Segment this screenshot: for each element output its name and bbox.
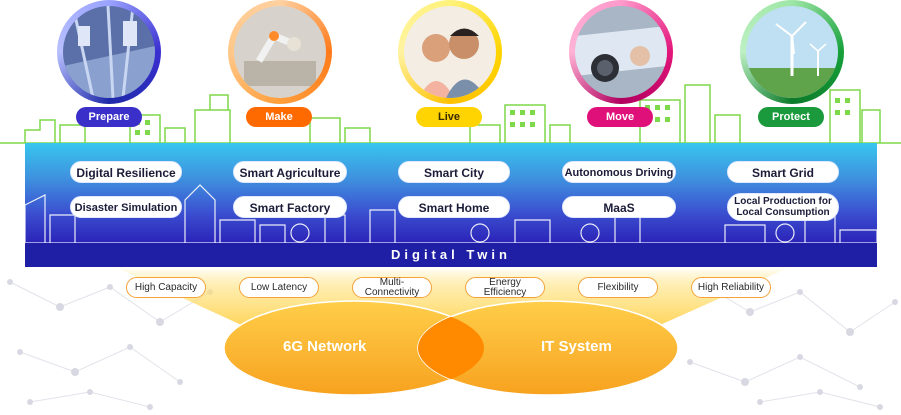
service-smart-city: Smart City bbox=[398, 161, 510, 183]
it-system-label: IT System bbox=[541, 338, 612, 355]
factory-robot-icon bbox=[234, 6, 326, 98]
service-maas: MaaS bbox=[562, 196, 676, 218]
service-smart-grid: Smart Grid bbox=[727, 161, 839, 183]
service-disaster-simulation: Disaster Simulation bbox=[70, 196, 182, 218]
service-smart-agriculture: Smart Agriculture bbox=[233, 161, 347, 183]
prepare-image bbox=[57, 0, 161, 104]
make-image bbox=[228, 0, 332, 104]
live-image bbox=[398, 0, 502, 104]
service-smart-home: Smart Home bbox=[398, 196, 510, 218]
capability-multi-connectivity: Multi-Connectivity bbox=[352, 277, 432, 298]
protect-image bbox=[740, 0, 844, 104]
digital-twin-bar: Digital Twin bbox=[25, 243, 877, 267]
theme-label-prepare: Prepare bbox=[76, 107, 142, 127]
capability-label-line1: Energy bbox=[489, 276, 521, 288]
capability-label: High Reliability bbox=[697, 281, 765, 293]
autonomous-car-icon bbox=[575, 6, 667, 98]
theme-label-live: Live bbox=[416, 107, 482, 127]
city-aerial-icon bbox=[63, 6, 155, 98]
service-smart-factory: Smart Factory bbox=[233, 196, 347, 218]
theme-label-protect: Protect bbox=[758, 107, 824, 127]
service-local-production: Local Production for Local Consumption bbox=[727, 193, 839, 221]
capability-low-latency: Low Latency bbox=[239, 277, 319, 298]
service-digital-resilience: Digital Resilience bbox=[70, 161, 182, 183]
6g-network-label: 6G Network bbox=[283, 338, 367, 355]
theme-label-make: Make bbox=[246, 107, 312, 127]
capability-high-reliability: High Reliability bbox=[691, 277, 771, 298]
theme-label-move: Move bbox=[587, 107, 653, 127]
capability-label-line2: Connectivity bbox=[364, 286, 420, 298]
capability-label-line1: Multi- bbox=[379, 276, 405, 288]
capability-label: Low Latency bbox=[250, 281, 308, 293]
move-image bbox=[569, 0, 673, 104]
capability-high-capacity: High Capacity bbox=[126, 277, 206, 298]
capability-flexibility: Flexibility bbox=[578, 277, 658, 298]
capability-label: High Capacity bbox=[134, 281, 198, 293]
capability-label: Flexibility bbox=[597, 281, 639, 293]
capability-label-line2: Efficiency bbox=[483, 286, 527, 298]
service-autonomous-driving: Autonomous Driving bbox=[562, 161, 676, 183]
